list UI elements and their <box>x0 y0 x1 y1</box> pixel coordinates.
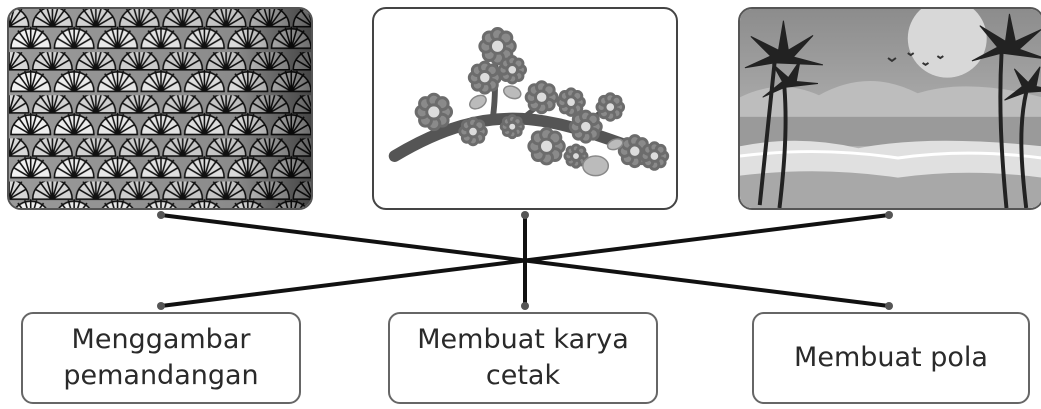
label-menggambar-pemandangan: Menggambar pemandangan <box>21 312 301 404</box>
connector-pattern-to-membuat-pola <box>159 213 891 308</box>
label-text: Membuat karya cetak <box>417 324 629 391</box>
connector-dot <box>157 211 165 219</box>
pattern-image <box>7 7 313 210</box>
flower-shape <box>478 27 517 66</box>
flower-shape <box>556 87 586 117</box>
flower-shape <box>458 116 488 147</box>
connector-dot <box>521 302 529 310</box>
flower-shape <box>595 92 626 122</box>
flower-shape <box>527 127 566 166</box>
flower-shape <box>639 141 670 171</box>
beach-image <box>738 7 1041 210</box>
flower-shape <box>499 114 525 140</box>
flower-branch-illustration <box>388 27 670 177</box>
flower-shape <box>524 80 559 115</box>
connector-dot <box>885 211 893 219</box>
flower-shape <box>467 60 502 95</box>
connector-dot <box>885 302 893 310</box>
connector-beach-to-pemandangan <box>159 213 891 308</box>
flower-shape <box>497 55 528 85</box>
label-text: Menggambar pemandangan <box>63 324 259 391</box>
flower-shape <box>568 109 603 144</box>
label-membuat-karya-cetak: Membuat karya cetak <box>388 312 658 404</box>
shell-pattern-illustration <box>9 9 311 208</box>
flower-shape <box>414 92 454 132</box>
label-membuat-pola: Membuat pola <box>752 312 1030 404</box>
beach-illustration <box>740 9 1041 208</box>
connector-dot <box>521 211 529 219</box>
label-text: Membuat pola <box>794 342 988 373</box>
connector-dot <box>157 302 165 310</box>
branch-image <box>372 7 678 210</box>
